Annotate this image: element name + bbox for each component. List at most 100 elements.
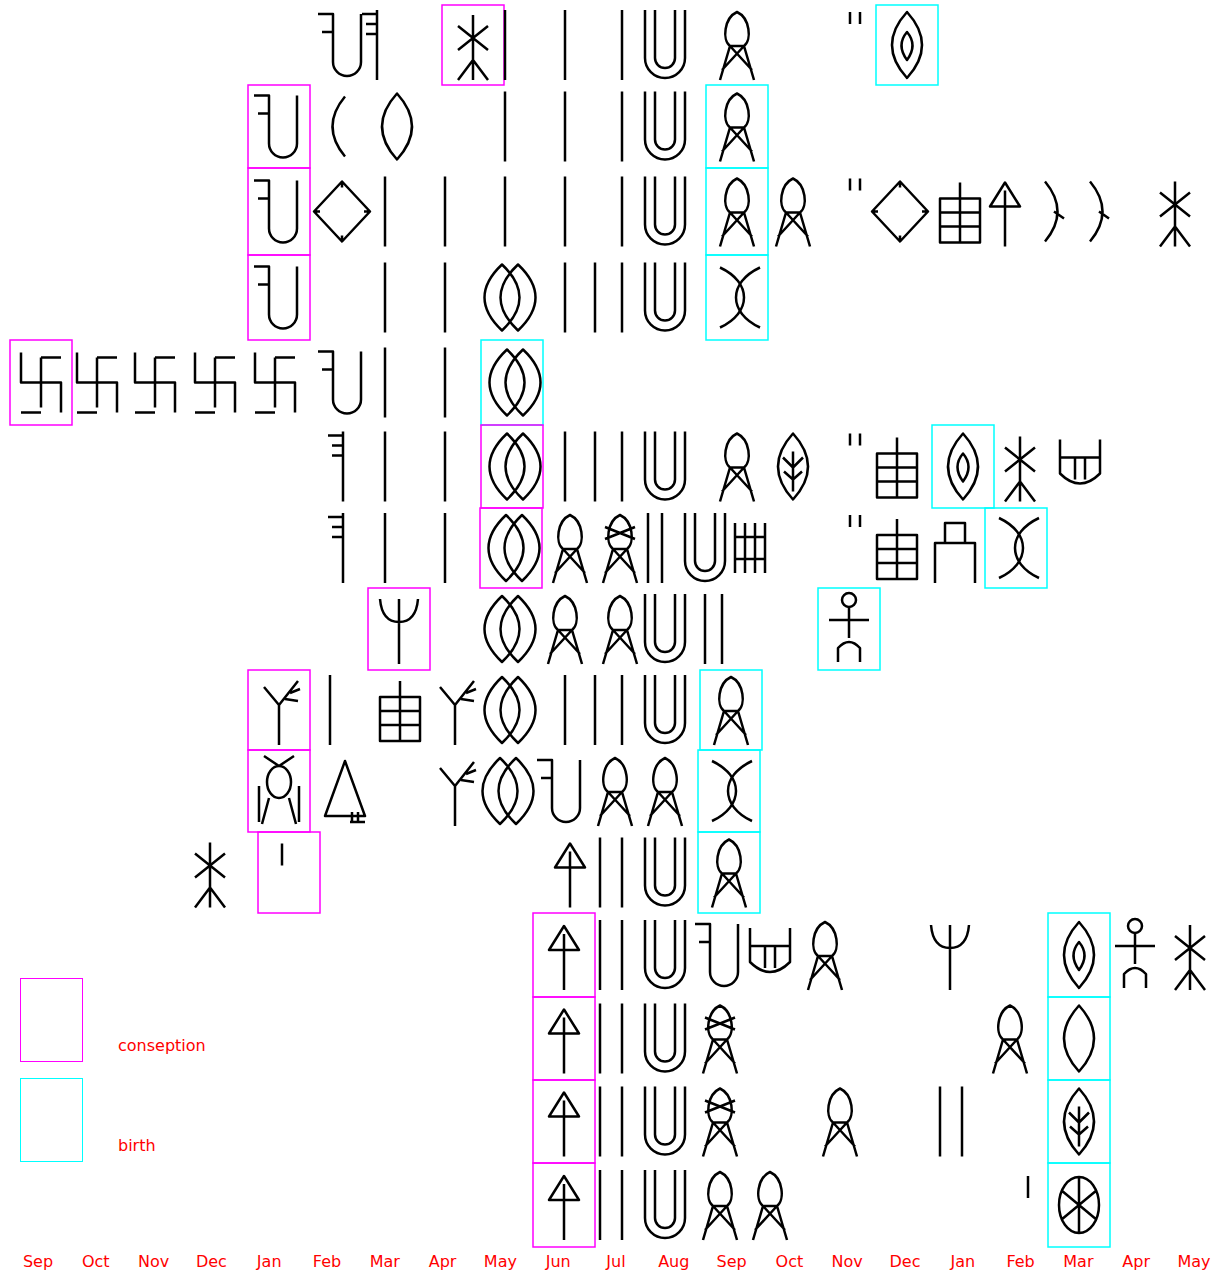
month-label: Aug: [658, 1252, 689, 1271]
glyph: [489, 515, 540, 581]
glyph: [776, 179, 810, 247]
glyph: [892, 12, 922, 78]
glyph: [940, 183, 980, 243]
month-label: Oct: [82, 1252, 110, 1271]
glyph: [382, 94, 412, 160]
glyph: [333, 97, 346, 157]
glyph: [877, 438, 917, 498]
birth-box: [700, 670, 762, 750]
glyph: [77, 353, 117, 413]
glyph: [621, 1004, 624, 1074]
glyph-row: [10, 340, 543, 425]
glyph: [255, 353, 295, 413]
glyph: [384, 263, 387, 333]
glyph: [778, 434, 808, 500]
glyph: [444, 348, 447, 418]
birth-box: [1048, 1080, 1110, 1163]
glyph: [440, 681, 476, 745]
legend-label: birth: [118, 1136, 156, 1155]
birth-box: [706, 255, 768, 340]
glyph: [384, 177, 387, 247]
glyph: [594, 432, 597, 502]
glyph: [444, 513, 447, 583]
glyph: [712, 840, 746, 908]
glyph: [537, 760, 580, 822]
glyph: [1160, 182, 1190, 247]
glyph: [564, 675, 567, 745]
birth-box: [985, 508, 1047, 588]
glyph-row: [248, 168, 1190, 255]
month-label: Jan: [950, 1252, 975, 1271]
birth-box: [698, 832, 760, 913]
glyph: [21, 353, 61, 413]
legend-text: conseption: [118, 1036, 206, 1055]
glyph: [703, 1006, 737, 1074]
glyph: [598, 758, 632, 826]
glyph: [1059, 1177, 1099, 1233]
glyph: [1090, 182, 1109, 242]
glyph: [712, 761, 752, 821]
glyph: [1027, 1176, 1030, 1198]
glyph: [440, 762, 476, 826]
glyph-row: [533, 1163, 1110, 1247]
glyph: [695, 924, 738, 986]
glyph: [594, 675, 597, 745]
glyph: [504, 177, 507, 247]
glyph-row: [248, 85, 768, 168]
month-axis-label: Aug: [658, 1252, 689, 1271]
glyph: [661, 513, 664, 583]
glyph: [564, 432, 567, 502]
glyph-row: [318, 5, 938, 85]
glyph: [384, 513, 387, 583]
glyph: [990, 183, 1020, 247]
glyph: [850, 179, 860, 191]
glyph: [704, 594, 707, 664]
glyph-row: [328, 508, 1047, 588]
month-label: Apr: [1122, 1252, 1150, 1271]
month-axis-label: Jul: [606, 1252, 625, 1271]
month-label: Feb: [1006, 1252, 1034, 1271]
glyph: [549, 1176, 579, 1240]
glyph: [647, 513, 650, 583]
glyph-row: [195, 832, 760, 913]
glyph-row: [248, 255, 768, 340]
month-axis-label: Jun: [546, 1252, 571, 1271]
glyph: [328, 513, 343, 583]
glyph: [259, 756, 299, 824]
glyph: [750, 928, 790, 972]
month-label: Jun: [546, 1252, 571, 1271]
glyph: [485, 265, 536, 331]
month-axis-label: Nov: [832, 1252, 863, 1271]
glyph-row: [248, 750, 760, 832]
glyph: [645, 1087, 685, 1155]
glyph: [564, 177, 567, 247]
glyph: [753, 1172, 787, 1240]
conception-box: [368, 588, 430, 670]
glyph: [720, 179, 754, 247]
conception-box: [248, 670, 310, 750]
month-label: Nov: [138, 1252, 169, 1271]
glyph: [318, 352, 361, 414]
month-label: Jan: [257, 1252, 282, 1271]
glyph: [720, 434, 754, 502]
glyph-row: [368, 588, 880, 670]
birth-box: [1048, 1163, 1110, 1247]
glyph: [877, 519, 917, 579]
glyph: [458, 15, 488, 80]
glyph: [444, 263, 447, 333]
month-label: May: [1177, 1252, 1210, 1271]
glyph: [549, 926, 579, 990]
glyph: [823, 1089, 857, 1157]
glyph: [594, 263, 597, 333]
glyph: [504, 92, 507, 162]
glyph: [872, 182, 928, 242]
glyph: [850, 434, 860, 446]
glyph: [314, 182, 370, 242]
glyph: [1064, 922, 1094, 988]
glyph: [720, 268, 760, 328]
birth-box: [706, 168, 768, 255]
glyph: [961, 1087, 964, 1157]
glyph: [599, 1170, 602, 1240]
glyph: [645, 920, 685, 988]
glyph: [935, 523, 975, 583]
